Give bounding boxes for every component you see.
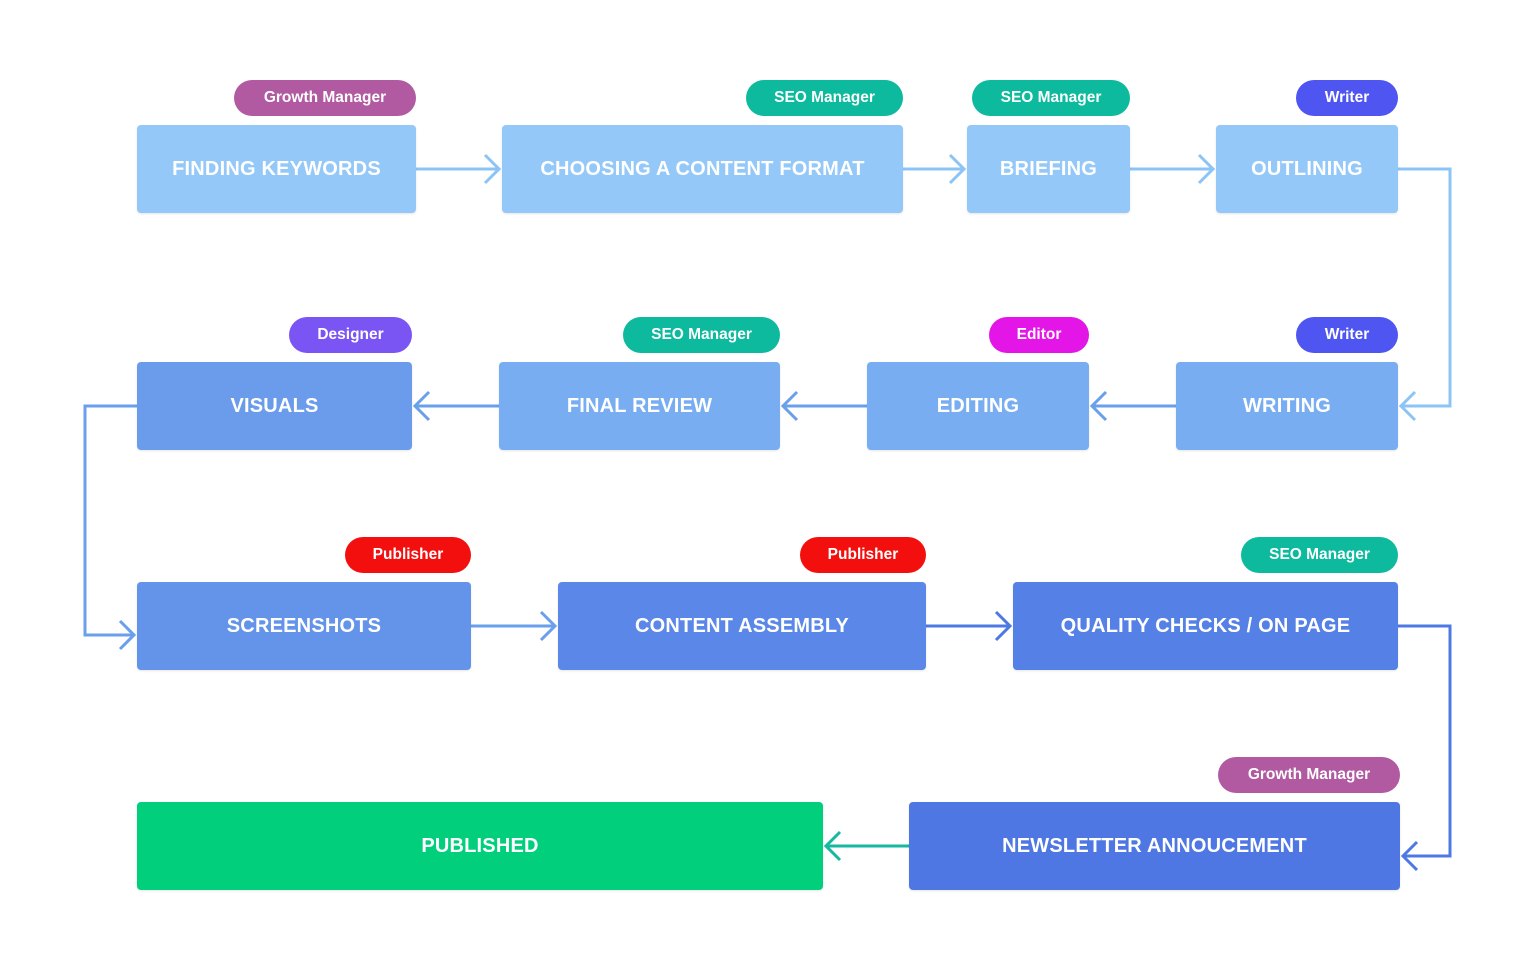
- role-badge-seo-manager: SEO Manager: [623, 317, 780, 353]
- arrowhead: [1197, 153, 1216, 185]
- arrowhead: [412, 390, 431, 422]
- role-badge-seo-manager: SEO Manager: [1241, 537, 1398, 573]
- arrowhead: [118, 619, 137, 651]
- arrowhead: [780, 390, 799, 422]
- step-final-review: FINAL REVIEW: [499, 362, 780, 450]
- arrow-format-to-briefing: [903, 153, 967, 185]
- arrowhead: [948, 153, 967, 185]
- step-outlining: OUTLINING: [1216, 125, 1398, 213]
- arrowhead: [1398, 390, 1417, 422]
- connector-line: [1398, 167, 1452, 408]
- arrowhead: [994, 610, 1013, 642]
- arrow-visuals-to-screenshots: [83, 404, 137, 651]
- role-badge-writer: Writer: [1296, 317, 1398, 353]
- arrow-quality-to-newsletter: [1398, 624, 1452, 872]
- step-screenshots: SCREENSHOTS: [137, 582, 471, 670]
- connector-line: [83, 404, 137, 637]
- arrow-assembly-to-quality: [926, 610, 1013, 642]
- arrowhead: [1400, 840, 1419, 872]
- arrow-screenshots-to-assembly: [471, 610, 558, 642]
- arrow-outlining-to-writing: [1398, 167, 1452, 422]
- step-briefing: BRIEFING: [967, 125, 1130, 213]
- step-editing: EDITING: [867, 362, 1089, 450]
- arrowhead: [1089, 390, 1108, 422]
- role-badge-seo-manager: SEO Manager: [972, 80, 1130, 116]
- arrowhead: [823, 830, 842, 862]
- step-content-assembly: CONTENT ASSEMBLY: [558, 582, 926, 670]
- arrow-briefing-to-outlining: [1130, 153, 1216, 185]
- role-badge-growth-manager: Growth Manager: [1218, 757, 1400, 793]
- step-quality-checks: QUALITY CHECKS / ON PAGE: [1013, 582, 1398, 670]
- step-writing: WRITING: [1176, 362, 1398, 450]
- role-badge-growth-manager: Growth Manager: [234, 80, 416, 116]
- connector-line: [1398, 624, 1452, 858]
- arrow-keywords-to-format: [416, 153, 502, 185]
- role-badge-editor: Editor: [989, 317, 1089, 353]
- arrowhead: [483, 153, 502, 185]
- step-visuals: VISUALS: [137, 362, 412, 450]
- role-badge-designer: Designer: [289, 317, 412, 353]
- role-badge-seo-manager: SEO Manager: [746, 80, 903, 116]
- step-choosing-content-format: CHOOSING A CONTENT FORMAT: [502, 125, 903, 213]
- step-finding-keywords: FINDING KEYWORDS: [137, 125, 416, 213]
- role-badge-publisher: Publisher: [800, 537, 926, 573]
- arrow-editing-to-review: [780, 390, 867, 422]
- role-badge-publisher: Publisher: [345, 537, 471, 573]
- role-badge-writer: Writer: [1296, 80, 1398, 116]
- step-published: PUBLISHED: [137, 802, 823, 890]
- arrow-review-to-visuals: [412, 390, 499, 422]
- step-newsletter-annoucement: NEWSLETTER ANNOUCEMENT: [909, 802, 1400, 890]
- arrowhead: [539, 610, 558, 642]
- arrow-newsletter-to-published: [823, 830, 909, 862]
- arrow-writing-to-editing: [1089, 390, 1176, 422]
